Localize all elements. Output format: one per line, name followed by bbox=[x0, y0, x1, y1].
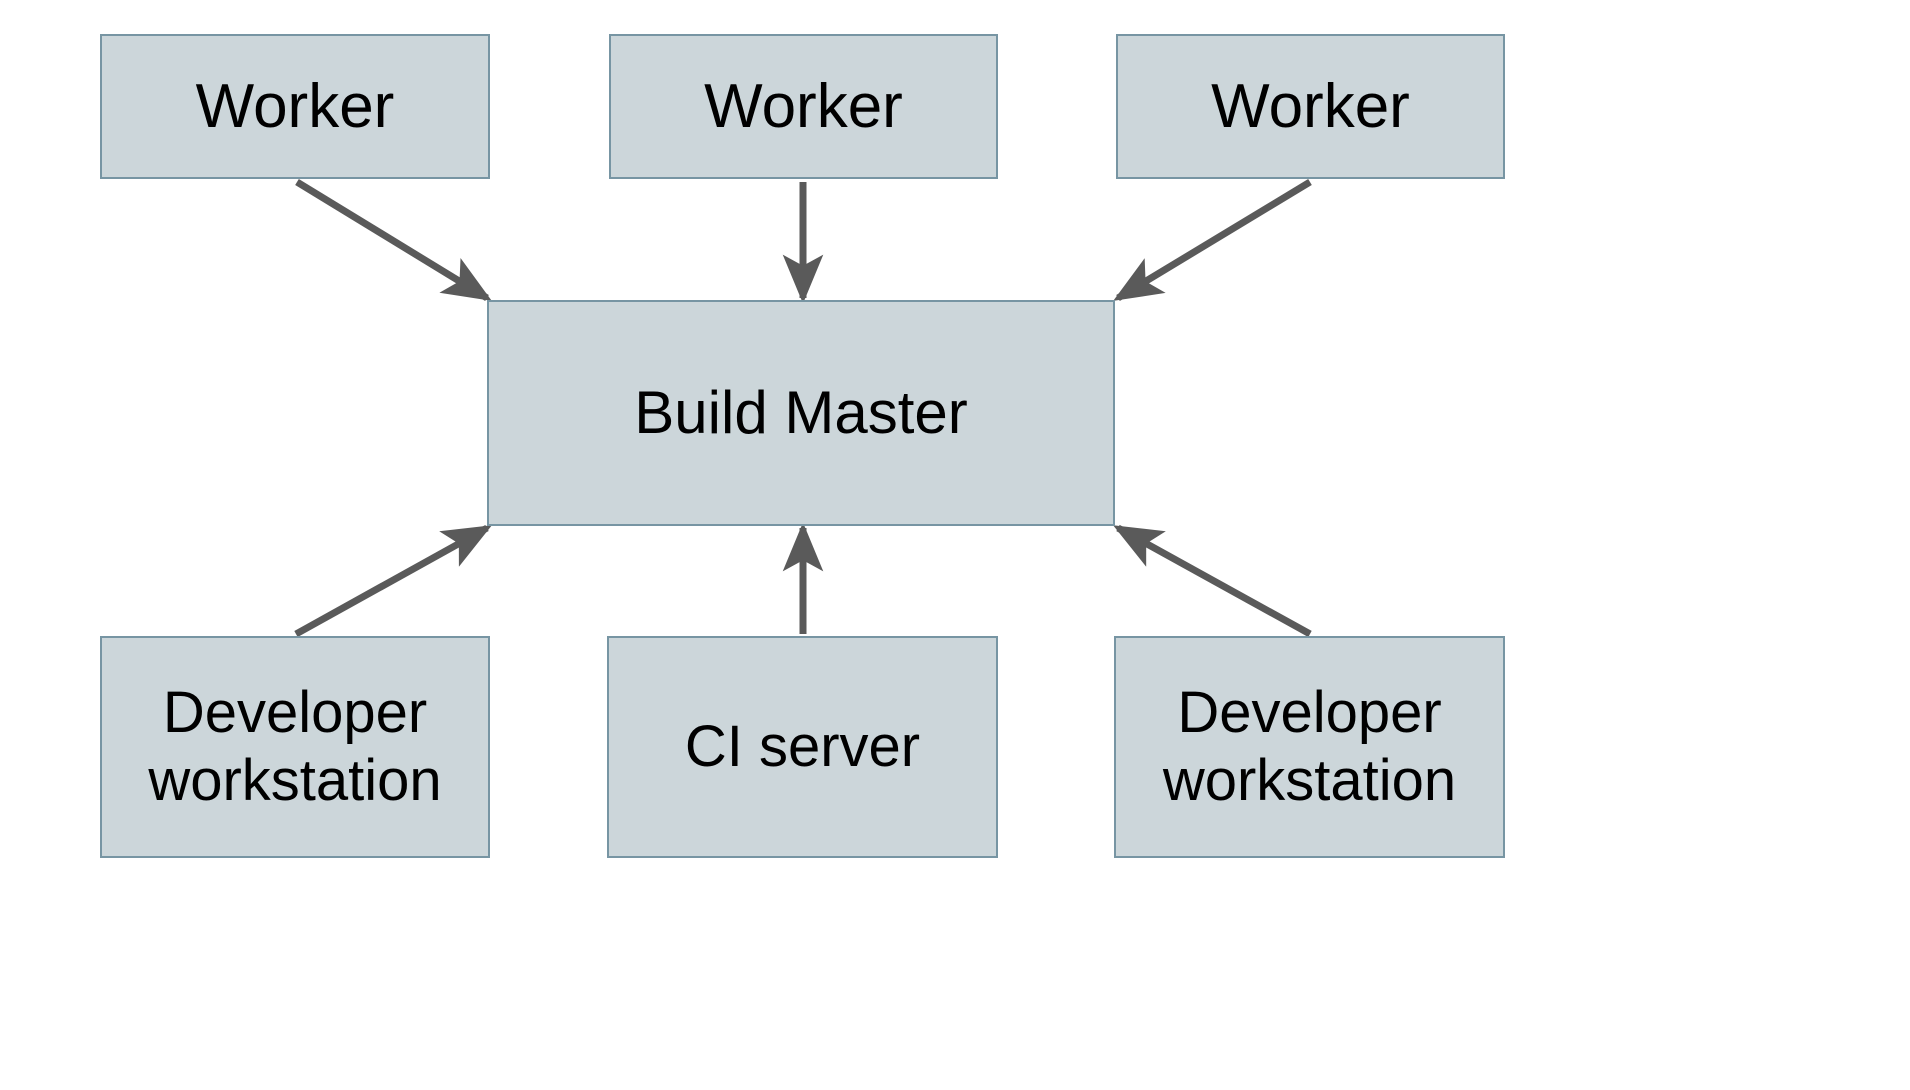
node-developer-workstation-1-label: Developer workstation bbox=[148, 679, 442, 813]
edge-worker3-to-master bbox=[1113, 179, 1312, 301]
node-build-master-label: Build Master bbox=[634, 378, 968, 446]
node-developer-workstation-1[interactable]: Developer workstation bbox=[100, 636, 490, 858]
edge-worker1-to-master bbox=[295, 179, 492, 301]
node-worker-1-label: Worker bbox=[195, 71, 395, 141]
node-ci-server[interactable]: CI server bbox=[607, 636, 998, 858]
node-developer-workstation-2[interactable]: Developer workstation bbox=[1114, 636, 1505, 858]
edge-devws1-to-master bbox=[294, 524, 492, 638]
node-worker-2[interactable]: Worker bbox=[609, 34, 998, 179]
node-ci-server-label: CI server bbox=[684, 713, 921, 779]
node-worker-3[interactable]: Worker bbox=[1116, 34, 1505, 179]
node-worker-2-label: Worker bbox=[704, 71, 903, 141]
node-worker-3-label: Worker bbox=[1211, 71, 1410, 141]
node-developer-workstation-2-label: Developer workstation bbox=[1162, 679, 1457, 813]
edge-devws2-to-master bbox=[1113, 524, 1312, 638]
node-worker-1[interactable]: Worker bbox=[100, 34, 490, 179]
node-build-master[interactable]: Build Master bbox=[487, 300, 1115, 526]
